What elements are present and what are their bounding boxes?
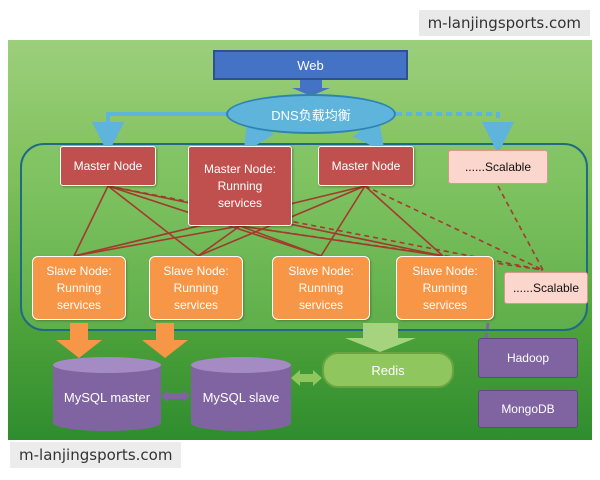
master-node-3: Master Node xyxy=(318,146,414,186)
dns-to-scalable xyxy=(396,112,514,154)
slave-to-redis-arrow xyxy=(345,323,416,352)
slave-to-mysql-slave-arrow xyxy=(142,323,188,358)
hadoop-node: Hadoop xyxy=(478,338,578,378)
mysql-master-cylinder xyxy=(53,357,161,431)
link xyxy=(320,185,366,257)
web-to-dns-arrow xyxy=(292,80,330,96)
link-scalable xyxy=(497,185,544,271)
dns-to-master-3 xyxy=(352,117,385,153)
slave-to-mysql-master-arrow xyxy=(56,323,102,358)
master-node-2: Master Node: Running services xyxy=(188,146,292,226)
master-node-1: Master Node xyxy=(60,146,156,186)
slave-node-4: Slave Node: Running services xyxy=(396,256,494,320)
link xyxy=(239,225,322,257)
mysql-replication-arrow xyxy=(161,390,190,402)
mysql-master-label: MySQL master xyxy=(63,389,151,405)
link xyxy=(73,185,109,257)
web-box: Web xyxy=(213,50,408,80)
watermark-top: m-lanjingsports.com xyxy=(418,10,590,36)
slave-node-3: Slave Node: Running services xyxy=(272,256,370,320)
slave-node-2: Slave Node: Running services xyxy=(149,256,243,320)
link xyxy=(364,185,444,257)
link-scalable xyxy=(364,185,544,271)
dns-to-master-2 xyxy=(243,117,275,153)
scalable-master: ......Scalable xyxy=(448,150,548,184)
dns-to-master-1 xyxy=(92,112,233,154)
link xyxy=(73,225,241,257)
mongodb-node: MongoDB xyxy=(478,390,578,428)
watermark-bottom: m-lanjingsports.com xyxy=(10,442,182,468)
architecture-diagram: Web DNS负载均衡 Master Node Master Node: Run… xyxy=(8,40,592,440)
mysql-redis-arrow xyxy=(291,370,322,386)
link xyxy=(197,225,241,257)
link xyxy=(107,185,199,257)
slave-node-1: Slave Node: Running services xyxy=(32,256,126,320)
dns-load-balancer: DNS负载均衡 xyxy=(226,94,396,134)
scalable-slave: ......Scalable xyxy=(504,272,588,304)
mysql-slave-cylinder xyxy=(191,357,291,431)
redis-node: Redis xyxy=(322,352,454,388)
mysql-slave-label: MySQL slave xyxy=(202,389,280,405)
